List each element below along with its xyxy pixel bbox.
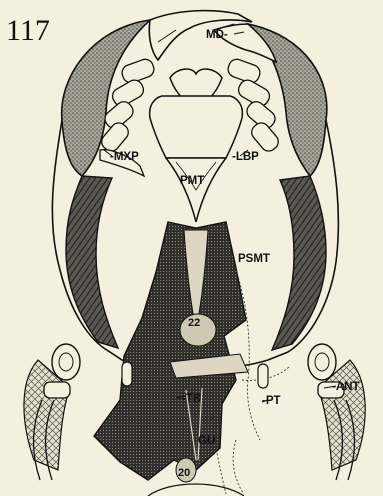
right-antenna — [308, 344, 365, 480]
label-ant: -ANT — [332, 381, 359, 393]
labium — [150, 69, 243, 222]
label-tb: -TB — [182, 393, 201, 405]
label-pt: -PT — [262, 395, 281, 407]
label-psmt: PSMT — [238, 253, 270, 265]
label-md: MD- — [206, 29, 228, 41]
label-lbp: -LBP — [232, 151, 259, 163]
label-20: 20 — [178, 467, 190, 479]
figure-number: 117 — [6, 14, 50, 47]
left-antenna — [24, 344, 80, 480]
label-gu: GU — [198, 435, 215, 447]
occipital-rim — [148, 484, 244, 496]
label-pmt: PMT — [180, 175, 204, 187]
gular-region — [94, 222, 248, 482]
label-22: 22 — [188, 317, 200, 329]
label-mxp: -MXP — [110, 151, 139, 163]
